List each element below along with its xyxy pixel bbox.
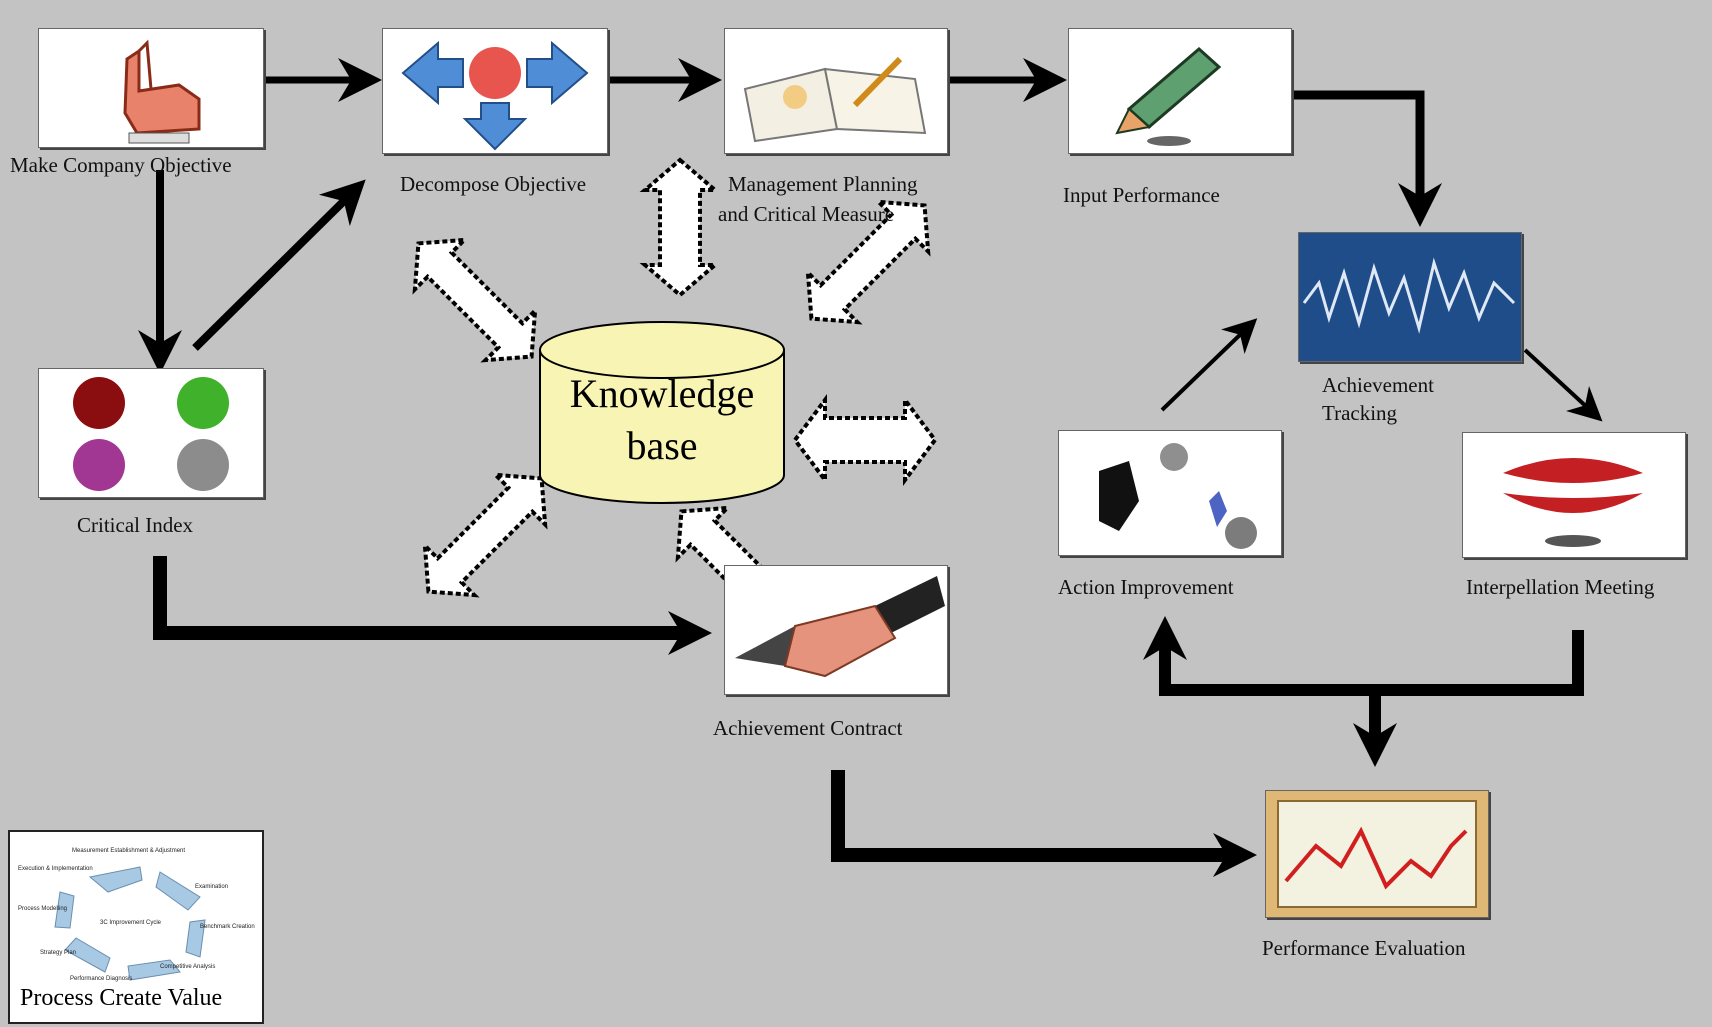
- interpellation-meeting-box: [1462, 432, 1686, 558]
- decompose-arrows-icon: [401, 40, 589, 151]
- pen-icon: [1115, 47, 1222, 146]
- pointing-hand-icon: [123, 39, 201, 144]
- performance-chart-icon: [1277, 800, 1477, 908]
- cycle-label-process-modelling: Process Modelling: [18, 906, 67, 912]
- open-book-icon: [743, 56, 927, 143]
- cycle-label-competitive: Competitive Analysis: [160, 964, 215, 970]
- exchange-arrow-right: [792, 394, 938, 486]
- management-planning-box: [724, 28, 948, 154]
- arrow-critical-to-contract: [153, 556, 712, 655]
- action-improvement-label: Action Improvement: [1058, 575, 1234, 599]
- performance-evaluation-box: [1265, 790, 1489, 918]
- knowledge-base-label: Knowledge base: [540, 368, 784, 472]
- handshake-icon: [735, 576, 945, 678]
- input-performance-box: [1068, 28, 1292, 154]
- management-planning-label-line1: Management Planning: [728, 172, 918, 196]
- arrow-input-to-tracking: [1292, 90, 1442, 227]
- cycle-label-examination: Examination: [195, 884, 228, 890]
- exchange-arrow-upper-right: [805, 199, 931, 325]
- arrow-tracking-to-meeting: [1523, 348, 1603, 422]
- achievement-tracking-box: [1298, 232, 1522, 362]
- arrow-contract-to-evaluation: [831, 770, 1257, 877]
- achievement-tracking-label-line2: Tracking: [1322, 401, 1398, 425]
- process-create-value-box: Measurement Establishment & Adjustment E…: [8, 830, 264, 1024]
- knowledge-base-line1: Knowledge: [569, 371, 755, 416]
- cycle-label-execution: Execution & Implementation: [18, 866, 93, 872]
- management-planning-label-line2: and Critical Measure: [718, 202, 895, 226]
- make-company-objective-box: [38, 28, 264, 148]
- exchange-arrow-upper-left: [412, 237, 538, 363]
- arrow-meeting-to-evaluation: [1353, 630, 1584, 767]
- cycle-label-measurement: Measurement Establishment & Adjustment: [72, 848, 185, 854]
- arrow-critical-to-decompose: [192, 179, 366, 351]
- process-create-value-label: Process Create Value: [20, 985, 223, 1011]
- decompose-objective-box: [382, 28, 608, 154]
- achievement-contract-label: Achievement Contract: [713, 716, 903, 740]
- lips-icon: [1503, 458, 1643, 547]
- achievement-contract-box: [724, 565, 948, 695]
- waveform-icon: [1302, 257, 1516, 334]
- cycle-label-center: 3C Improvement Cycle: [100, 920, 162, 926]
- flow-arrows: [138, 58, 1603, 877]
- achievement-tracking-label-line1: Achievement: [1322, 373, 1434, 397]
- cycle-label-strategy: Strategy Plan: [40, 950, 76, 956]
- cartoon-action-icon: [1099, 443, 1257, 549]
- cycle-label-diagnosis: Performance Diagnosis: [70, 976, 132, 982]
- knowledge-base-cylinder: [539, 321, 785, 504]
- arrow-evaluation-to-action: [1143, 616, 1375, 696]
- interpellation-meeting-label: Interpellation Meeting: [1466, 575, 1655, 599]
- arrow-action-to-tracking: [1160, 318, 1258, 412]
- knowledge-base-line2: base: [626, 423, 698, 468]
- exchange-arrow-top: [639, 157, 721, 298]
- make-company-objective-label: Make Company Objective: [10, 153, 232, 177]
- performance-evaluation-label: Performance Evaluation: [1262, 936, 1466, 960]
- action-improvement-box: [1058, 430, 1282, 556]
- cycle-label-benchmark: Benchmark Creation: [200, 924, 255, 930]
- status-lights-icon: [73, 377, 229, 491]
- decompose-objective-label: Decompose Objective: [400, 172, 587, 196]
- input-performance-label: Input Performance: [1063, 183, 1220, 207]
- critical-index-label: Critical Index: [77, 513, 194, 537]
- critical-index-box: [38, 368, 264, 498]
- improvement-cycle-icon: Measurement Establishment & Adjustment E…: [18, 848, 255, 982]
